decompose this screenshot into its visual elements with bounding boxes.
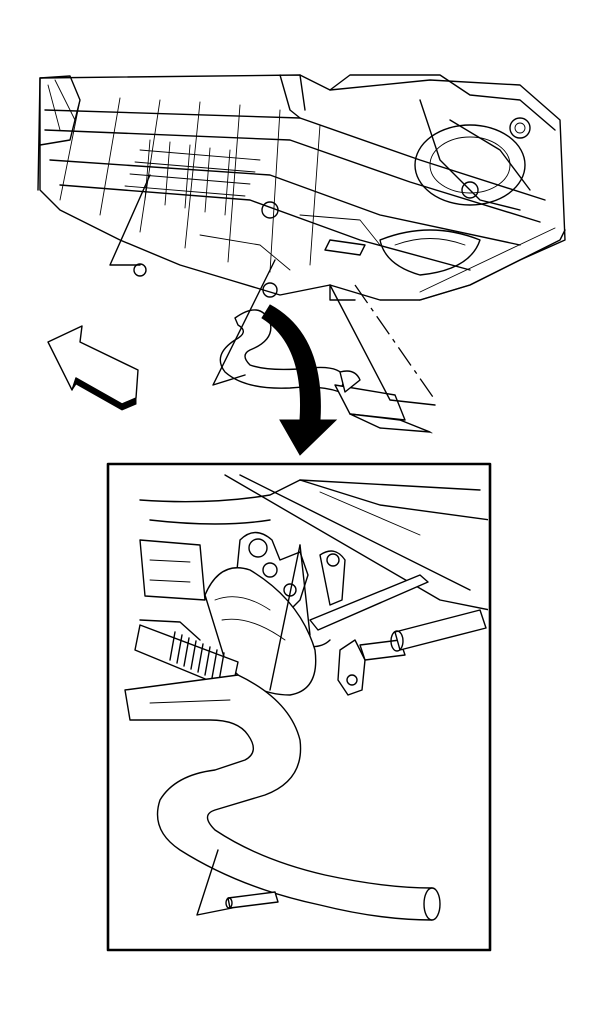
direction-arrow-icon [47, 325, 139, 411]
exhaust-pipe-upper [219, 309, 433, 434]
callout-lines-detail [196, 544, 311, 916]
vehicle-underbody [37, 74, 566, 301]
hanger-rod [309, 574, 487, 696]
flex-pipe [134, 624, 239, 691]
curved-pointer-arrow-icon [261, 304, 338, 456]
detail-view [106, 462, 492, 952]
callout-lines-upper [109, 174, 436, 406]
exhaust-pipe-lower [124, 674, 441, 921]
